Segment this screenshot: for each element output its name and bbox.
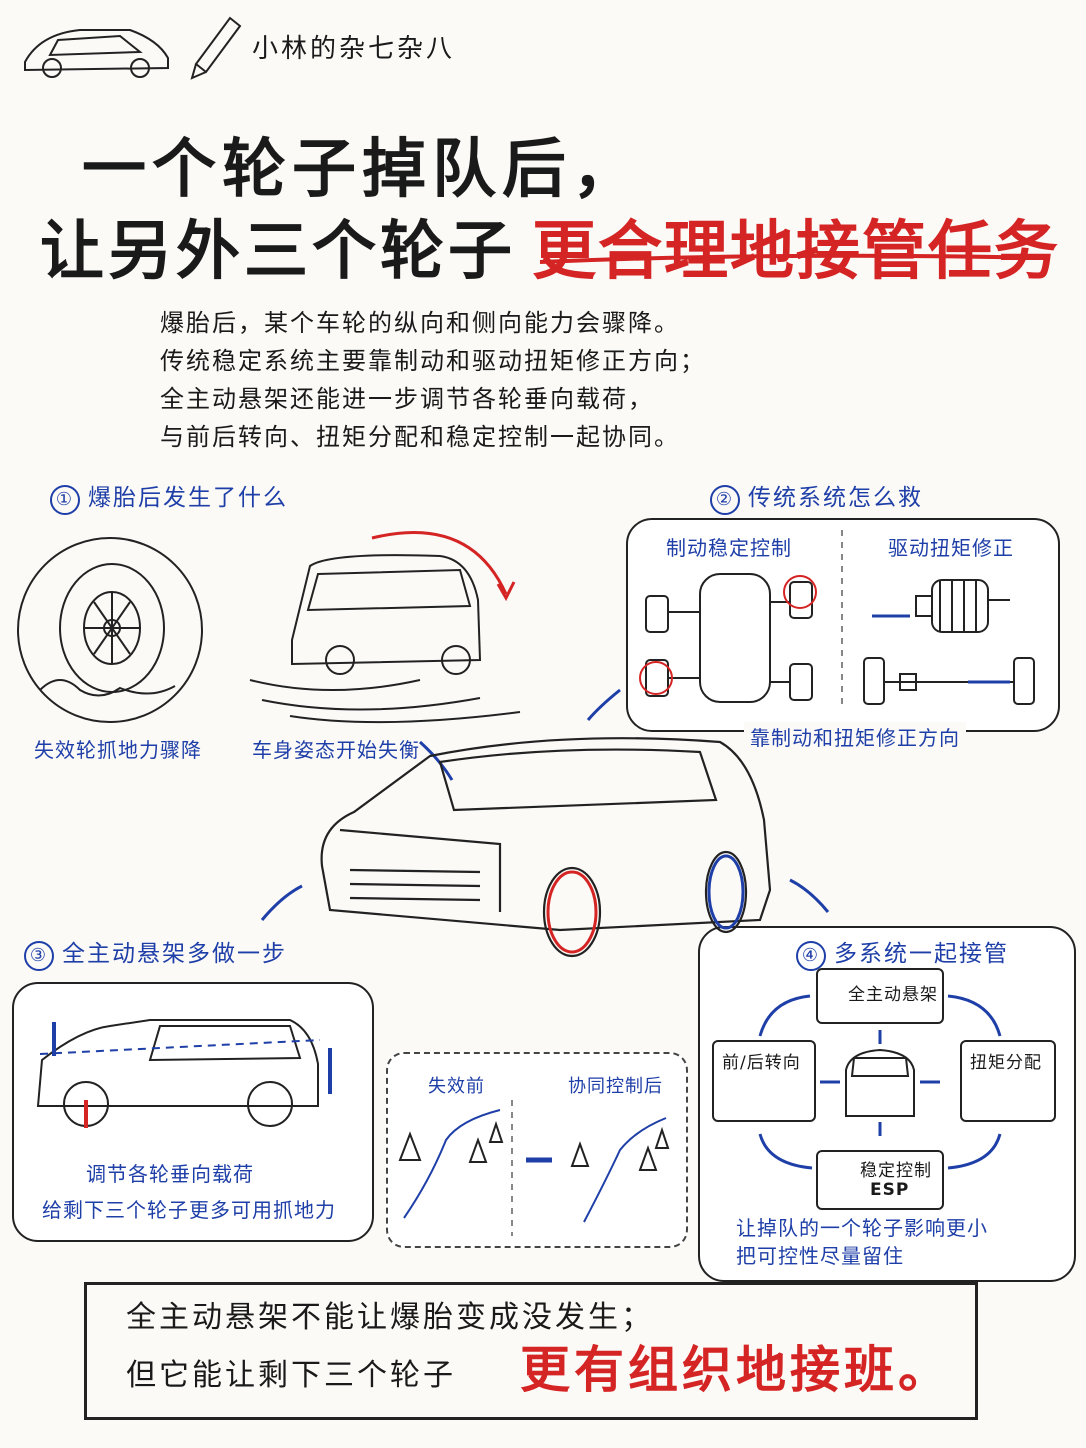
section-3-heading: ③ 全主动悬架多做一步 bbox=[24, 934, 287, 971]
section-3-number: ③ bbox=[24, 941, 54, 971]
rotation-arrow bbox=[371, 530, 508, 595]
arrow-s2-to-car bbox=[586, 688, 621, 721]
section-3-caption-1: 调节各轮垂向载荷 bbox=[86, 1162, 254, 1186]
section-2-title: 传统系统怎么救 bbox=[748, 485, 923, 511]
stability-control-label: 稳定控制 bbox=[860, 1161, 932, 1181]
steering-label: 前/后转向 bbox=[722, 1053, 801, 1073]
section-1-number: ① bbox=[50, 485, 80, 515]
arrow-s3-to-car bbox=[260, 884, 303, 921]
esp-label: ESP bbox=[870, 1180, 910, 1200]
title-line-2-black: 让另外三个轮子 bbox=[40, 215, 516, 289]
cones-after-drawing bbox=[570, 1126, 670, 1171]
intro-line: 与前后转向、扭矩分配和稳定控制一起协同。 bbox=[160, 423, 680, 451]
brake-control-label: 制动稳定控制 bbox=[666, 536, 792, 560]
center-van-drawing bbox=[845, 1048, 915, 1117]
stability-control-box: 稳定控制 ESP bbox=[816, 1150, 944, 1210]
intro-paragraph: 爆胎后，某个车轮的纵向和侧向能力会骤降。 传统稳定系统主要靠制动和驱动扭矩修正方… bbox=[160, 304, 706, 456]
after-control-label: 协同控制后 bbox=[568, 1076, 663, 1097]
section-1-caption-right: 车身姿态开始失衡 bbox=[252, 738, 420, 762]
section-1-title: 爆胎后发生了什么 bbox=[88, 485, 288, 511]
before-failure-label: 失效前 bbox=[428, 1076, 485, 1097]
section-2-number: ② bbox=[710, 485, 740, 515]
section-3-title: 全主动悬架多做一步 bbox=[62, 941, 287, 967]
arrow-s1-to-car bbox=[418, 740, 454, 781]
section-4-heading: ④ 多系统一起接管 bbox=[792, 934, 1013, 971]
conclusion-highlight: 更有组织地接班。 bbox=[520, 1341, 952, 1399]
intro-line: 爆胎后，某个车轮的纵向和侧向能力会骤降。 bbox=[160, 309, 680, 337]
section-2-caption: 靠制动和扭矩修正方向 bbox=[744, 722, 966, 751]
section-1-caption-left: 失效轮抓地力骤降 bbox=[34, 738, 202, 762]
title-line-1: 一个轮子掉队后， bbox=[82, 133, 642, 207]
intro-line: 全主动悬架还能进一步调节各轮垂向载荷， bbox=[160, 385, 654, 413]
title-line-2-highlight: 更合理地接管任务 bbox=[532, 215, 1060, 289]
section-4-caption-2: 把可控性尽量留住 bbox=[736, 1244, 904, 1268]
coordination-arrows bbox=[758, 994, 1002, 1170]
drive-torque-label: 驱动扭矩修正 bbox=[888, 536, 1014, 560]
cones-before-drawing bbox=[398, 1120, 504, 1163]
section-2-heading: ② 传统系统怎么救 bbox=[710, 478, 923, 515]
section-4-number: ④ bbox=[796, 941, 826, 971]
active-suspension-box: 全主动悬架 bbox=[816, 968, 944, 1024]
brand-name: 小林的杂七杂八 bbox=[252, 34, 456, 64]
section-3-caption-2: 给剩下三个轮子更多可用抓地力 bbox=[42, 1198, 336, 1222]
axle-drawing bbox=[863, 657, 1035, 705]
torque-label: 扭矩分配 bbox=[970, 1053, 1042, 1073]
section-4-title: 多系统一起接管 bbox=[834, 941, 1009, 967]
pencil-icon bbox=[190, 16, 242, 80]
section-1-heading: ① 爆胎后发生了什么 bbox=[50, 478, 288, 515]
blown-tire-drawing bbox=[17, 537, 203, 723]
conclusion-box bbox=[84, 1282, 978, 1420]
main-van-drawing bbox=[320, 737, 772, 958]
conclusion-line-2: 但它能让剩下三个轮子 bbox=[126, 1358, 456, 1393]
title-underline bbox=[539, 253, 1051, 264]
torque-box: 扭矩分配 bbox=[960, 1040, 1056, 1122]
intro-line: 传统稳定系统主要靠制动和驱动扭矩修正方向； bbox=[160, 347, 706, 375]
side-van-drawing bbox=[36, 1019, 319, 1127]
header-car-icon bbox=[24, 29, 169, 78]
active-suspension-label: 全主动悬架 bbox=[848, 985, 938, 1005]
brake-chassis-drawing bbox=[645, 573, 813, 703]
conclusion-line-1: 全主动悬架不能让爆胎变成没发生； bbox=[126, 1300, 654, 1335]
section-4-caption-1: 让掉队的一个轮子影响更小 bbox=[736, 1216, 988, 1240]
electric-motor-drawing bbox=[915, 579, 1010, 633]
skidding-van-drawing bbox=[249, 554, 521, 724]
arrow-s4-to-car bbox=[789, 878, 830, 913]
steering-box: 前/后转向 bbox=[712, 1040, 816, 1122]
